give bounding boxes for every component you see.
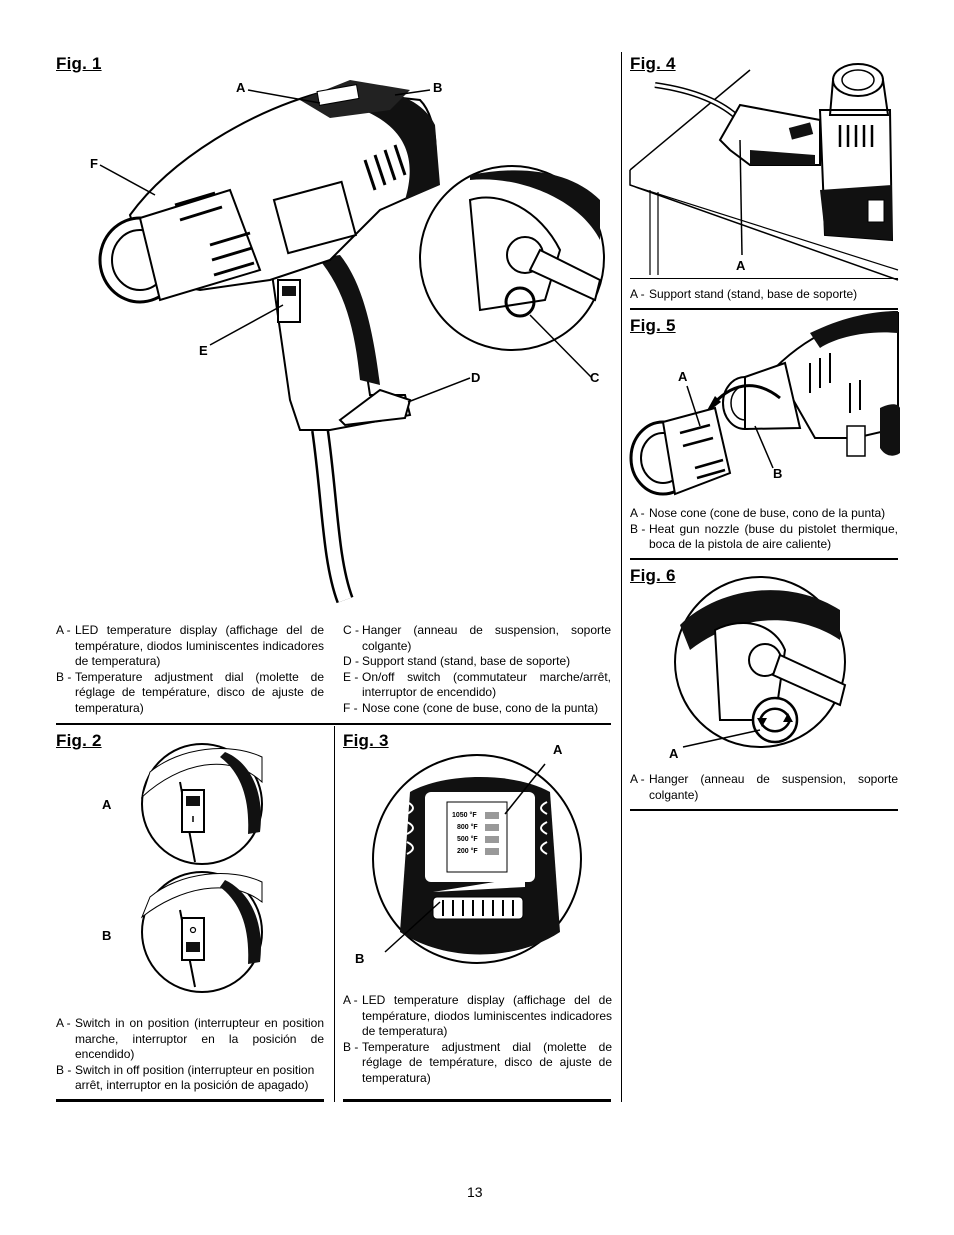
fig3-level-1050: 1050 °F [452,812,477,819]
divider-fig3-bottom [343,1099,611,1102]
legend-item: C -Hanger (anneau de suspension, soporte… [343,623,611,653]
fig4-stand-illustration [629,63,899,281]
divider-fig1-bottom [56,723,611,725]
legend-item: E -On/off switch (commutateur marche/arr… [343,669,611,700]
fig6-hanger-illustration [674,576,847,748]
fig1-callout-a: A [236,80,246,95]
fig6-title: Fig. 6 [630,566,676,585]
legend-item: B -Switch in off position (interrupteur … [56,1062,315,1093]
legend-item: A -Support stand (stand, base de soporte… [630,287,858,301]
legend-item: A -Hanger (anneau de suspension, soporte… [630,772,898,802]
fig2-title: Fig. 2 [56,731,102,750]
fig1-callout-e: E [199,343,208,358]
fig5-title: Fig. 5 [630,316,676,335]
fig1-callout-c: C [590,370,600,385]
fig1-callout-d: D [471,370,481,385]
legend-item: D -Support stand (stand, base de soporte… [343,654,571,668]
fig6-callout-a: A [669,746,679,761]
divider-right-column [621,52,622,1102]
fig2-callout-a: A [102,797,112,812]
legend-item: A -LED temperature display (affichage de… [343,993,612,1038]
fig3-title: Fig. 3 [343,731,389,750]
legend-item: B -Temperature adjustment dial (molette … [343,1039,612,1085]
fig6-legend: A -Hanger (anneau de suspension, soporte… [630,772,898,803]
divider-fig4-image [630,278,898,279]
fig4-legend: A -Support stand (stand, base de soporte… [630,287,898,303]
fig4-callout-a: A [736,258,746,273]
divider-fig6-bottom [630,809,898,811]
divider-fig2-fig3 [334,726,335,1102]
fig3-legend: A -LED temperature display (affichage de… [343,993,612,1086]
fig5-legend: A -Nose cone (cone de buse, cono de la p… [630,506,898,553]
fig1-legend-right: C -Hanger (anneau de suspension, soporte… [343,623,611,716]
fig3-level-800: 800 °F [457,824,478,831]
legend-item: A -Switch in on position (interrupteur e… [56,1016,324,1061]
fig2-callout-b: B [102,928,112,943]
divider-fig5-bottom [630,558,898,560]
legend-item: F -Nose cone (cone de buse, cono de la p… [343,700,599,715]
fig3-level-200: 200 °F [457,848,478,855]
legend-item: B -Heat gun nozzle (buse du pistolet the… [630,521,898,552]
fig1-legend-left: A -LED temperature display (affichage de… [56,623,324,716]
fig5-callout-b: B [773,466,783,481]
fig3-callout-a: A [553,742,563,757]
fig4-title: Fig. 4 [630,54,676,73]
fig2-switch-illustration [140,743,263,993]
fig1-callout-f: F [90,156,98,171]
fig1-callout-b: B [433,80,443,95]
divider-fig2-bottom [56,1099,324,1102]
divider-fig4-bottom [630,308,898,310]
fig2-legend: A -Switch in on position (interrupteur e… [56,1016,324,1094]
fig1-heat-gun-illustration [98,80,605,604]
page-number: 13 [467,1184,483,1200]
fig1-title: Fig. 1 [56,54,102,73]
fig3-level-500: 500 °F [457,836,478,843]
fig5-callout-a: A [678,369,688,384]
fig5-nose-cone-illustration [629,311,900,496]
fig3-display-illustration [372,754,582,964]
legend-item: A -LED temperature display (affichage de… [56,623,324,668]
fig3-callout-b: B [355,951,365,966]
legend-item: B -Temperature adjustment dial (molette … [56,669,324,715]
legend-item: A -Nose cone (cone de buse, cono de la p… [630,506,886,520]
